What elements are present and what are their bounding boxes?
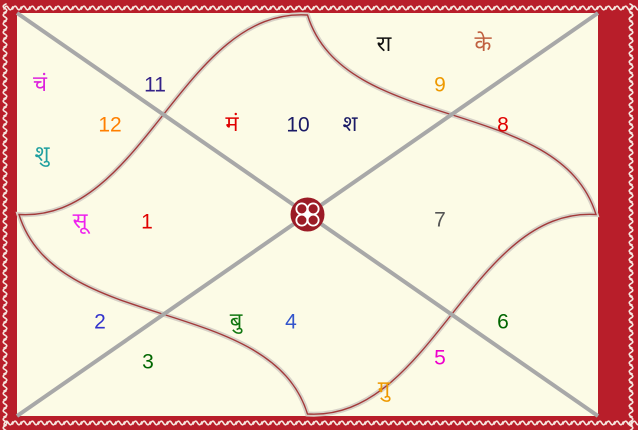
- house-11-sign-number: 3: [142, 352, 154, 373]
- house-12-sign-number: 2: [94, 312, 106, 333]
- house-9-planet: गु: [378, 379, 390, 401]
- house-4-sign-number: 10: [286, 115, 309, 136]
- house-4-planet: श: [343, 114, 358, 136]
- house-7-sign-number: 7: [434, 210, 446, 231]
- house-8-sign-number: 6: [497, 312, 509, 333]
- house-5-planet: रा: [377, 34, 392, 56]
- house-2-sign-number: 12: [98, 115, 121, 136]
- house-2-planet: शु: [35, 144, 50, 166]
- house-1-planet: सू: [73, 211, 88, 233]
- house-6-sign-number: 8: [497, 115, 509, 136]
- house-5-planet: के: [475, 34, 492, 56]
- lotus-knot-icon: [291, 198, 325, 232]
- house-3-sign-number: 11: [144, 75, 166, 96]
- house-10-planet: बु: [230, 311, 243, 333]
- house-2-planet: चं: [33, 74, 47, 96]
- house-1-sign-number: 1: [141, 212, 153, 233]
- house-4-planet: मं: [225, 114, 238, 136]
- house-5-sign-number: 9: [434, 75, 446, 96]
- house-9-sign-number: 5: [434, 348, 446, 369]
- house-10-sign-number: 4: [285, 312, 297, 333]
